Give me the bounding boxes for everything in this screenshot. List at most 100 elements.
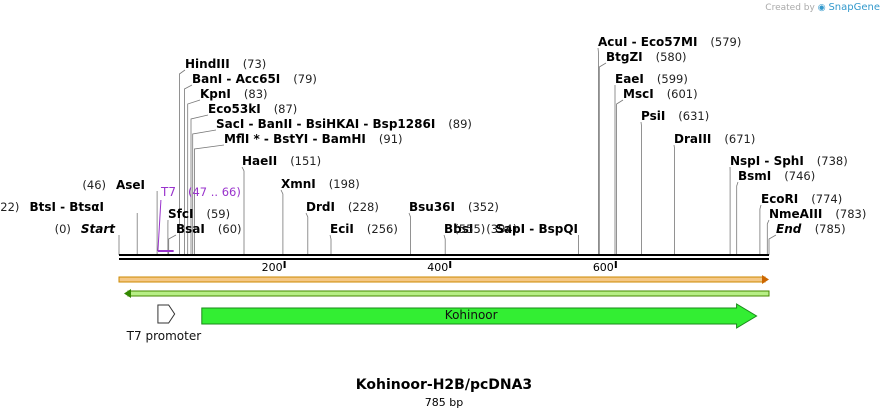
site-pos-bani-acc65i: (79)	[293, 72, 317, 86]
site-line-ecii	[329, 234, 332, 255]
site-pos-mfli-bstyi-bamhi: (91)	[379, 132, 403, 146]
map-length: 785 bp	[424, 396, 464, 409]
site-line-end	[768, 234, 777, 255]
site-pos-start: (0)	[55, 222, 71, 236]
site-line-mfli-bstyi-bamhi	[194, 144, 225, 255]
site-line-eco53ki	[190, 114, 209, 255]
site-label-btsi-bts-i[interactable]: BtsI - BtsαI	[29, 200, 104, 214]
site-pos-eco53ki: (87)	[274, 102, 298, 116]
site-line-ecori	[759, 204, 762, 255]
site-pos-xmni: (198)	[329, 177, 360, 191]
site-label-sfci[interactable]: SfcI	[168, 207, 193, 221]
site-line-bani-acc65i	[184, 84, 193, 255]
tick-label-400: 400	[427, 261, 448, 274]
site-label-hindiii[interactable]: HindIII	[185, 57, 230, 71]
site-label-btgzi[interactable]: BtgZI	[606, 50, 643, 64]
site-line-psii	[640, 121, 642, 255]
site-label-ecori[interactable]: EcoRI	[761, 192, 798, 206]
site-line-kpni	[187, 99, 201, 255]
site-pos-psii: (631)	[678, 109, 709, 123]
site-pos-bsmi: (746)	[784, 169, 815, 183]
feature-kohinoor[interactable]	[201, 303, 758, 329]
site-label-drdi[interactable]: DrdI	[306, 200, 335, 214]
site-labels: Start(0)BtsI - BtsαI(22)AseI(46)HindIII(…	[0, 35, 866, 236]
site-line-saci-banii-bsihkai-bsp1286i	[192, 129, 217, 255]
site-label-eco53ki[interactable]: Eco53kI	[208, 102, 261, 116]
site-line-nmeaiii	[766, 219, 770, 255]
site-pos-nspi-sphi: (738)	[817, 154, 848, 168]
site-label-ecii[interactable]: EciI	[330, 222, 354, 236]
site-pos-bsu36i: (352)	[468, 200, 499, 214]
site-line-haeii	[241, 166, 245, 255]
site-label-bsmi[interactable]: BsmI	[738, 169, 771, 183]
site-label-bsai[interactable]: BsaI	[176, 222, 205, 236]
site-line-xmni	[280, 189, 284, 255]
site-line-hindiii	[179, 69, 186, 255]
site-label-draiii[interactable]: DraIII	[674, 132, 711, 146]
site-pos-btsi-bts-i: (22)	[0, 200, 19, 214]
map-title: Kohinoor-H2B/pcDNA3	[355, 377, 533, 393]
reverse-orf-bar	[124, 289, 770, 298]
site-pos-msci: (601)	[667, 87, 698, 101]
site-pos-hindiii: (73)	[243, 57, 267, 71]
site-label-psii[interactable]: PsiI	[641, 109, 665, 123]
site-line-bsmi	[736, 181, 739, 255]
site-pos-sfci: (59)	[207, 207, 231, 221]
feature-label-t7-promoter: T7 promoter	[126, 329, 202, 343]
site-pos-sapi-bspqi: (555)	[454, 222, 485, 236]
site-label-acui-eco57mi[interactable]: AcuI - Eco57MI	[598, 35, 697, 49]
primer-label[interactable]: T7	[160, 185, 176, 199]
site-label-bbsi[interactable]: BbsI	[444, 222, 473, 236]
site-pos-eaei: (599)	[657, 72, 688, 86]
primer-t7: T7 (47 .. 66)	[157, 185, 241, 252]
site-line-bsai	[168, 234, 177, 255]
credit-brand: SnapGene	[828, 2, 880, 13]
site-pos-btgzi: (580)	[656, 50, 687, 64]
site-line-bbsi	[443, 234, 446, 255]
site-pos-ecii: (256)	[367, 222, 398, 236]
site-line-drdi	[305, 212, 309, 255]
site-pos-bbsi: (394)	[486, 222, 517, 236]
site-label-nmeaiii[interactable]: NmeAIII	[769, 207, 822, 221]
site-label-mfli-bstyi-bamhi[interactable]: MflI * - BstYI - BamHI	[224, 132, 366, 146]
site-pos-saci-banii-bsihkai-bsp1286i: (89)	[448, 117, 472, 131]
site-label-kpni[interactable]: KpnI	[200, 87, 231, 101]
site-pos-ecori: (774)	[811, 192, 842, 206]
site-pos-nmeaiii: (783)	[835, 207, 866, 221]
snapgene-logo-icon: ◉	[817, 3, 826, 13]
site-line-msci	[616, 99, 624, 255]
site-pos-acui-eco57mi: (579)	[710, 35, 741, 49]
site-pos-drdi: (228)	[348, 200, 379, 214]
site-label-nspi-sphi[interactable]: NspI - SphI	[730, 154, 804, 168]
feature-t7-promoter[interactable]	[157, 304, 176, 324]
site-label-haeii[interactable]: HaeII	[242, 154, 277, 168]
site-label-eaei[interactable]: EaeI	[615, 72, 644, 86]
site-label-start[interactable]: Start	[81, 222, 116, 236]
site-label-xmni[interactable]: XmnI	[281, 177, 316, 191]
primer-range: (47 .. 66)	[188, 185, 241, 199]
site-label-bani-acc65i[interactable]: BanI - Acc65I	[192, 72, 280, 86]
tick-label-600: 600	[593, 261, 614, 274]
site-label-end[interactable]: End	[776, 222, 802, 236]
site-pos-bsai: (60)	[218, 222, 242, 236]
site-pos-end: (785)	[815, 222, 846, 236]
credit-prefix: Created by	[765, 3, 815, 13]
site-line-bsu36i	[408, 212, 411, 255]
site-label-sapi-bspqi[interactable]: SapI - BspQI	[495, 222, 578, 236]
site-line-btgzi	[598, 62, 607, 255]
forward-orf-bar	[118, 275, 769, 284]
primer-leader	[157, 199, 162, 252]
site-pos-kpni: (83)	[244, 87, 268, 101]
site-lines	[118, 47, 777, 255]
site-label-bsu36i[interactable]: Bsu36I	[409, 200, 455, 214]
site-label-asei[interactable]: AseI	[116, 178, 145, 192]
site-pos-haeii: (151)	[290, 154, 321, 168]
dna-backbone	[119, 254, 769, 260]
site-label-saci-banii-bsihkai-bsp1286i[interactable]: SacI - BanII - BsiHKAI - Bsp1286I	[216, 117, 435, 131]
site-line-draiii	[673, 144, 675, 255]
site-label-msci[interactable]: MscI	[623, 87, 654, 101]
snapgene-credit: Created by ◉ SnapGene	[765, 2, 880, 13]
